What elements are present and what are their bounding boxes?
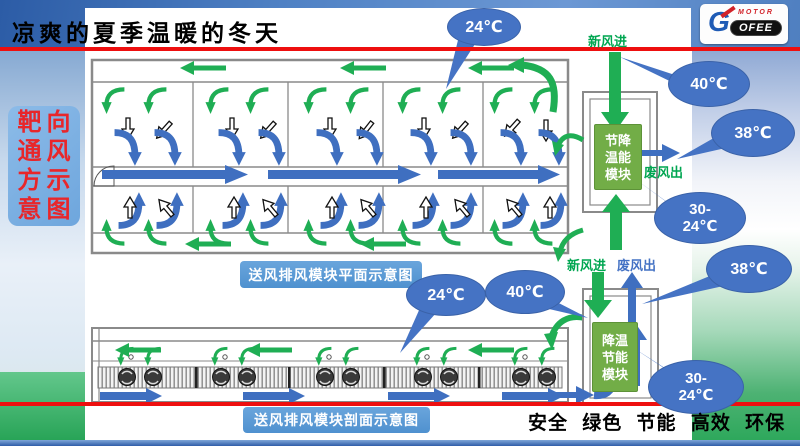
door-swing-icon bbox=[93, 165, 115, 187]
module-label-line: 模块 bbox=[601, 366, 628, 382]
sidebar-title-line: 意图 bbox=[17, 196, 76, 223]
bottom-module-label-box: 降温 节能 模块 bbox=[592, 322, 638, 392]
section-view-diagram bbox=[91, 314, 586, 404]
bottom-blue-strip bbox=[0, 440, 800, 446]
sensor-dots bbox=[128, 354, 528, 360]
top-red-divider bbox=[0, 47, 800, 51]
module-label-line: 温能 bbox=[604, 149, 631, 165]
section-indoor-temp-bubble: 24℃ bbox=[406, 274, 486, 316]
module-label-line: 节降 bbox=[604, 132, 631, 148]
duct-separators bbox=[195, 367, 481, 388]
top-corridor-exhaust-arrows bbox=[180, 57, 558, 113]
sidebar-title-box: 靶向 通风 方示 意图 bbox=[8, 106, 80, 226]
bottom-fresh-air-in-label: 新风进 bbox=[567, 258, 607, 273]
company-logo: G MOTOR OFEE bbox=[700, 4, 788, 44]
top-module-label-box: 节降 温能 模块 bbox=[594, 124, 642, 190]
bubble-line: 24℃ bbox=[682, 218, 718, 235]
bottom-waste-air-out-label: 废风出 bbox=[617, 258, 657, 273]
plan-view-diagram bbox=[90, 57, 568, 255]
section-exhaust-temp-bubble: 38℃ bbox=[706, 245, 792, 293]
bubble-line: 30- bbox=[689, 201, 711, 218]
section-view-caption: 送风排风模块剖面示意图 bbox=[243, 407, 430, 433]
logo-motor-text: MOTOR bbox=[738, 9, 774, 16]
plan-outlet-temp-bubble: 30- 24℃ bbox=[654, 192, 746, 244]
plan-indoor-temp-bubble: 24℃ bbox=[447, 8, 521, 46]
slide-title: 凉爽的夏季温暖的冬天 bbox=[12, 20, 282, 46]
corridor-flow-arrows bbox=[102, 165, 560, 184]
plan-inlet-temp-bubble: 40℃ bbox=[668, 61, 750, 107]
bubble-line: 30- bbox=[685, 370, 707, 387]
title-background bbox=[85, 8, 691, 48]
plan-view-caption: 送风排风模块平面示意图 bbox=[240, 261, 422, 288]
section-underfloor-arrows bbox=[100, 388, 564, 404]
bubble-line: 24℃ bbox=[678, 387, 714, 404]
module-label-line: 节能 bbox=[601, 349, 628, 365]
section-outlet-temp-bubble: 30- 24℃ bbox=[648, 360, 744, 414]
bottom-motto: 安全 绿色 节能 高效 环保 bbox=[528, 413, 786, 434]
section-exhaust-arrows bbox=[115, 314, 586, 357]
bottom-red-divider bbox=[0, 402, 800, 406]
fresh-air-down-arrow bbox=[584, 272, 612, 318]
logo-ofee-text: OFEE bbox=[730, 20, 782, 36]
plan-exhaust-temp-bubble: 38℃ bbox=[711, 109, 795, 157]
module-label-line: 模块 bbox=[604, 166, 631, 182]
top-fresh-air-in-label: 新风进 bbox=[588, 34, 628, 49]
left-green-block bbox=[0, 372, 85, 440]
top-waste-air-out-label: 废风出 bbox=[644, 165, 684, 180]
exhaust-up-arrow bbox=[602, 194, 630, 250]
return-into-module-arrow bbox=[540, 386, 594, 404]
fresh-air-down-arrow bbox=[601, 52, 629, 132]
module-label-line: 降温 bbox=[601, 332, 628, 348]
waste-air-up-arrow bbox=[621, 272, 643, 322]
sidebar-title-line: 通风 bbox=[17, 138, 76, 165]
waste-air-right-arrow bbox=[637, 144, 680, 162]
sidebar-title-line: 方示 bbox=[17, 167, 76, 194]
sidebar-title-line: 靶向 bbox=[17, 109, 76, 136]
section-inlet-temp-bubble: 40℃ bbox=[485, 270, 565, 314]
